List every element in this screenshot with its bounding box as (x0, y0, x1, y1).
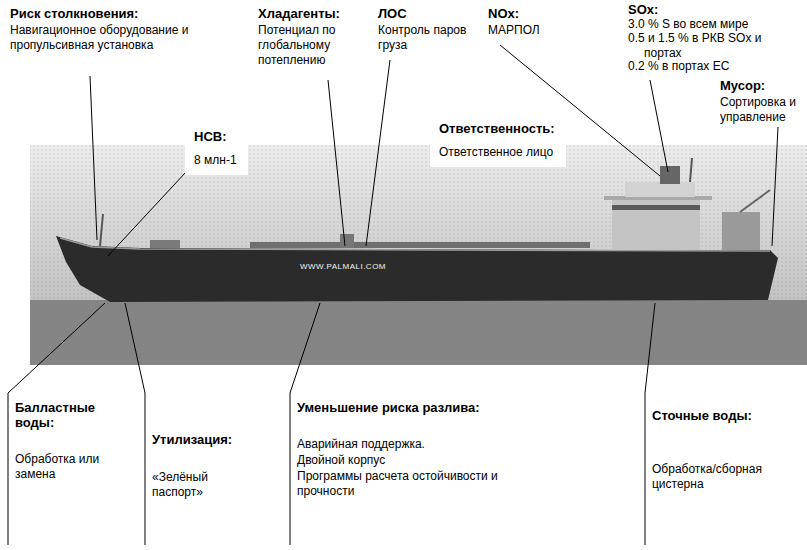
leader-line (8, 303, 105, 393)
hull-lettering: WWW.PALMALI.COM (300, 262, 440, 272)
callout-text: «Зелёный паспорт» (152, 470, 237, 500)
superstructure (612, 196, 700, 250)
leader-line (290, 303, 320, 393)
label-bar (8, 393, 9, 545)
callout-box: НСВ: 8 млн-1 (185, 124, 248, 175)
callout-text: 3.0 % S во всем мире (628, 17, 803, 32)
label-bar (645, 393, 646, 545)
upper-deck (625, 182, 695, 197)
leader-line (108, 172, 186, 256)
callout-heading: Риск столкновения: (10, 6, 210, 21)
leader-line (366, 60, 390, 246)
callout-box: Ответственность: Ответственное лицо (430, 116, 566, 167)
callout-text: Программы расчета остойчивости и прочнос… (297, 469, 512, 499)
callout-text: Аварийная поддержка. (297, 437, 557, 452)
leader-line (645, 303, 655, 393)
box-heading: Ответственность: (439, 121, 557, 136)
callout-heading: Мусор: (720, 78, 802, 93)
leader-line (90, 76, 97, 240)
leader-line (125, 303, 145, 393)
callout-heading: ЛОС (378, 6, 468, 21)
callout-heading: SOx: (628, 2, 748, 17)
box-heading: НСВ: (194, 129, 239, 144)
manifold (340, 234, 354, 248)
label-bar (145, 393, 146, 545)
callout-text: Обработка или замена (15, 452, 103, 482)
leader-lines (8, 45, 778, 545)
box-text: 8 млн-1 (194, 153, 239, 168)
callout-heading: Хладагенты: (258, 6, 373, 21)
halftone (30, 145, 807, 365)
leader-line (328, 80, 345, 246)
bridge-windows (612, 205, 700, 210)
deck-equipment (150, 240, 180, 248)
funnel (660, 166, 680, 184)
mast (690, 158, 692, 182)
callout-text: Обработка/сборная цистерна (652, 462, 777, 492)
leader-line (650, 80, 668, 172)
callout-heading: Утилизация: (152, 432, 277, 447)
callout-text: Навигационное оборудование и пропульсивн… (10, 23, 190, 53)
callout-heading: Уменьшение риска разлива: (297, 400, 597, 415)
deck-pipes (250, 242, 590, 248)
label-bar (290, 393, 291, 545)
callout-text: Контроль паров груза (378, 23, 478, 53)
callout-text: 0.2 % в портах ЕС (628, 59, 803, 74)
callout-text: Сортировка и управление (720, 95, 802, 125)
crane-jib (740, 190, 770, 212)
callout-text: Двойной корпус (297, 453, 557, 468)
callout-text: 0.5 и 1.5 % в РКВ SOx и портах (628, 31, 794, 61)
callout-heading: Сточные воды: (652, 408, 752, 423)
callout-text: Потенциал по глобальному потеплению (258, 23, 370, 68)
box-text: Ответственное лицо (439, 145, 557, 160)
leader-line (772, 127, 778, 246)
callout-text: МАРПОЛ (488, 23, 568, 38)
bow-mast (100, 214, 103, 246)
callout-heading: NOx: (488, 6, 568, 21)
stern-crane (722, 212, 760, 250)
callout-heading: Балластные воды: (15, 400, 103, 430)
